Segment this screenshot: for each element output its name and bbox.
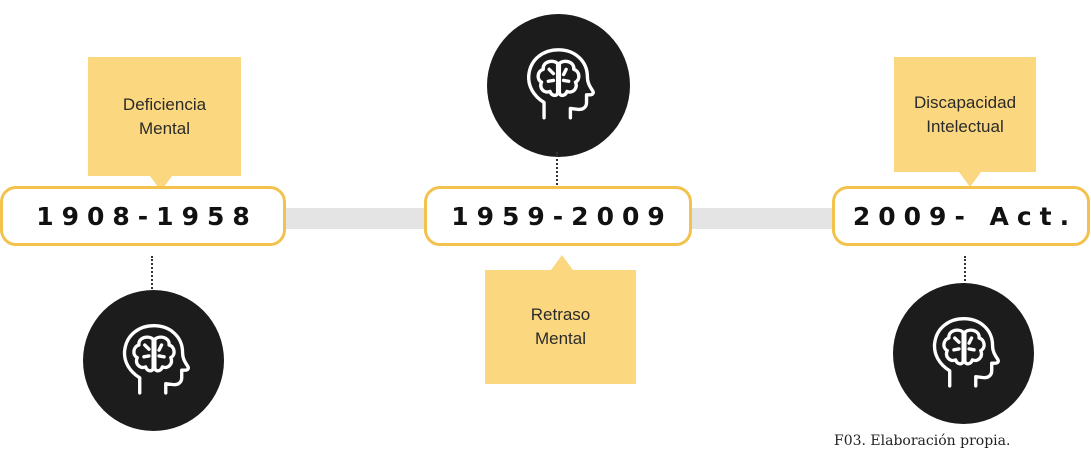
head-brain-icon: [893, 283, 1034, 424]
timeline-connector-1: [284, 208, 428, 229]
timeline-connector-2: [689, 208, 835, 229]
note-deficiencia-mental: Deficiencia Mental: [88, 57, 241, 176]
dotted-connector: [556, 152, 558, 188]
figure-caption: F03. Elaboración propia.: [834, 433, 1011, 449]
period-pill-1908-1958: 1908-1958: [0, 186, 286, 246]
period-pill-2009-act: 2009- Act.: [832, 186, 1090, 246]
dotted-connector: [151, 256, 153, 296]
note-pointer: [551, 255, 573, 270]
note-pointer: [959, 172, 981, 187]
note-discapacidad-intelectual: Discapacidad Intelectual: [894, 57, 1036, 172]
head-brain-icon: [487, 14, 630, 157]
note-retraso-mental: Retraso Mental: [485, 270, 636, 384]
dotted-connector: [964, 256, 966, 288]
head-brain-icon: [83, 290, 224, 431]
period-pill-1959-2009: 1959-2009: [424, 186, 692, 246]
